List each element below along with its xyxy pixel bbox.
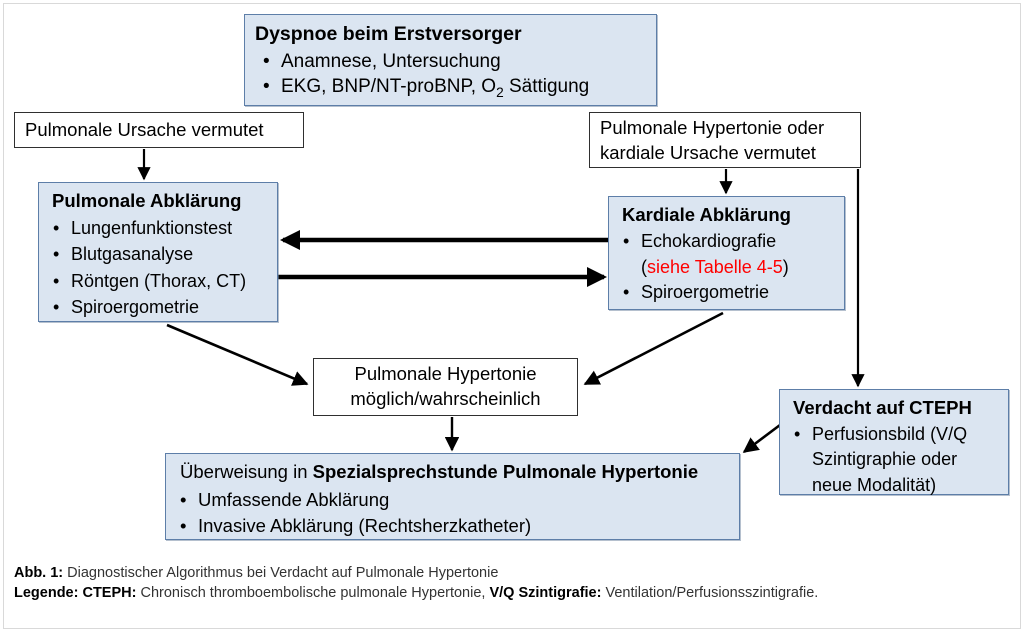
caption-legend-cteph-text: Chronisch thromboembolische pulmonale Hy…: [136, 585, 490, 601]
node-ph-moeglich-line1: Pulmonale Hypertonie: [354, 363, 537, 385]
table-reference-link[interactable]: siehe Tabelle 4-5: [647, 256, 783, 277]
caption-legend-vq-text: Ventilation/Perfusionsszintigrafie.: [601, 585, 819, 601]
bullet-icon: •: [53, 296, 60, 317]
list-item-label: Invasive Abklärung (Rechtsherzkatheter): [198, 515, 532, 537]
caption-legend-cteph-label: Legende: CTEPH:: [14, 585, 137, 601]
node-kardiale-abklaerung-list-2: • Spiroergometrie: [615, 280, 838, 306]
arrow-pulmonale-to-ph-moeglich: [166, 323, 309, 386]
list-item-label: Röntgen (Thorax, CT): [71, 270, 247, 291]
figure-caption: Abb. 1: Diagnostischer Algorithmus bei V…: [14, 563, 1010, 603]
list-item: • Röntgen (Thorax, CT): [45, 268, 271, 294]
node-ph-kardial-line1: Pulmonale Hypertonie oder: [600, 117, 825, 138]
list-item-label: Blutgasanalyse: [71, 244, 194, 265]
node-kardiale-abklaerung-list: • Echokardiografie: [615, 229, 838, 255]
node-kardiale-abklaerung: Kardiale Abklärung • Echokardiografie (s…: [608, 196, 845, 310]
caption-legend-vq-label: V/Q Szintigrafie:: [489, 585, 602, 601]
caption-line-1: Abb. 1: Diagnostischer Algorithmus bei V…: [14, 563, 1010, 583]
list-item-label-post: Sättigung: [503, 76, 590, 98]
list-item: • Spiroergometrie: [45, 294, 271, 320]
node-cteph-title: Verdacht auf CTEPH: [793, 397, 972, 418]
node-pulmonale-abklaerung-list: • Lungenfunktionstest • Blutgasanalyse •…: [45, 215, 271, 321]
list-item-label: Perfusionsbild (V/Q: [812, 423, 968, 444]
node-kardiale-abklaerung-title: Kardiale Abklärung: [622, 204, 791, 225]
node-dyspnoe-list: • Anamnese, Untersuchung • EKG, BNP/NT-p…: [255, 49, 646, 102]
list-item-label: Spiroergometrie: [71, 296, 200, 317]
list-item-label: EKG, BNP/NT-proBNP, O2 Sättigung: [281, 76, 590, 100]
node-dyspnoe-title: Dyspnoe beim Erstversorger: [255, 23, 522, 45]
node-ueberweisung-headline-bold: Spezialsprechstunde Pulmonale Hypertonie: [312, 461, 699, 482]
node-ueberweisung-headline-normal: Überweisung in: [180, 461, 313, 482]
list-item-label: Spiroergometrie: [641, 282, 770, 303]
arrow-kardiale-to-ph-moeglich: [583, 311, 724, 386]
list-item-label-pre: EKG, BNP/NT-proBNP, O: [281, 76, 497, 98]
list-item: • Anamnese, Untersuchung: [255, 49, 646, 74]
node-dyspnoe-beim-erstversorger: Dyspnoe beim Erstversorger • Anamnese, U…: [244, 14, 657, 106]
bullet-icon: •: [180, 488, 187, 510]
node-pulmonale-ursache-vermutet: Pulmonale Ursache vermutet: [14, 112, 304, 148]
list-item: • Echokardiografie: [615, 229, 838, 255]
node-pulmonale-abklaerung: Pulmonale Abklärung • Lungenfunktionstes…: [38, 182, 278, 322]
caption-figure-number: Abb. 1:: [14, 565, 64, 581]
node-cteph-item-cont-2: neue Modalität): [812, 474, 937, 495]
bullet-icon: •: [263, 50, 270, 72]
node-ph-oder-kardiale-ursache-vermutet: Pulmonale Hypertonie oder kardiale Ursac…: [589, 112, 861, 168]
bullet-icon: •: [623, 230, 630, 251]
list-item: • EKG, BNP/NT-proBNP, O2 Sättigung: [255, 74, 646, 102]
bullet-icon: •: [53, 244, 60, 265]
bullet-icon: •: [53, 217, 60, 238]
node-ueberweisung-headline: Überweisung in Spezialsprechstunde Pulmo…: [172, 460, 733, 485]
list-item: • Spiroergometrie: [615, 280, 838, 306]
list-item: • Umfassende Abklärung: [172, 487, 733, 514]
node-pulmonale-abklaerung-title: Pulmonale Abklärung: [52, 190, 242, 211]
bullet-icon: •: [180, 515, 187, 537]
node-cteph-item-cont-1: Szintigraphie oder: [812, 449, 958, 470]
node-ph-moeglich-line2: möglich/wahrscheinlich: [350, 388, 541, 409]
bullet-icon: •: [53, 270, 60, 291]
bullet-icon: •: [263, 76, 270, 98]
list-item-label: Lungenfunktionstest: [71, 217, 233, 238]
node-ph-kardial-line2: kardiale Ursache vermutet: [600, 141, 816, 163]
node-cteph-list: • Perfusionsbild (V/Q: [786, 422, 1004, 448]
node-ph-moeglich-wahrscheinlich: Pulmonale Hypertonie möglich/wahrscheinl…: [313, 358, 578, 416]
node-ph-moeglich-text-wrap: Pulmonale Hypertonie möglich/wahrscheinl…: [314, 359, 577, 415]
list-item-label: Anamnese, Untersuchung: [281, 50, 501, 72]
list-item-label: Echokardiografie: [641, 230, 777, 251]
caption-line-1-text: Diagnostischer Algorithmus bei Verdacht …: [63, 565, 499, 581]
table-reference: (siehe Tabelle 4-5): [615, 255, 838, 281]
node-pulmonale-ursache-text-wrap: Pulmonale Ursache vermutet: [25, 113, 293, 147]
paren-open: (: [641, 256, 647, 277]
list-item: • Lungenfunktionstest: [45, 215, 271, 241]
subscript-two: 2: [496, 84, 504, 100]
list-item: • Invasive Abklärung (Rechtsherzkatheter…: [172, 513, 733, 540]
bullet-icon: •: [623, 282, 630, 303]
list-item: • Blutgasanalyse: [45, 241, 271, 267]
list-item-label: Umfassende Abklärung: [198, 488, 390, 510]
caption-line-2: Legende: CTEPH: Chronisch thromboembolis…: [14, 583, 1010, 603]
node-ueberweisung-spezialsprechstunde: Überweisung in Spezialsprechstunde Pulmo…: [165, 453, 740, 540]
list-item: • Perfusionsbild (V/Q: [786, 422, 1004, 448]
paren-close: ): [782, 256, 789, 277]
node-pulmonale-ursache-label: Pulmonale Ursache vermutet: [25, 118, 264, 140]
node-verdacht-auf-cteph: Verdacht auf CTEPH • Perfusionsbild (V/Q…: [779, 389, 1009, 495]
node-ueberweisung-list: • Umfassende Abklärung • Invasive Abklär…: [172, 487, 733, 541]
bullet-icon: •: [794, 423, 801, 444]
